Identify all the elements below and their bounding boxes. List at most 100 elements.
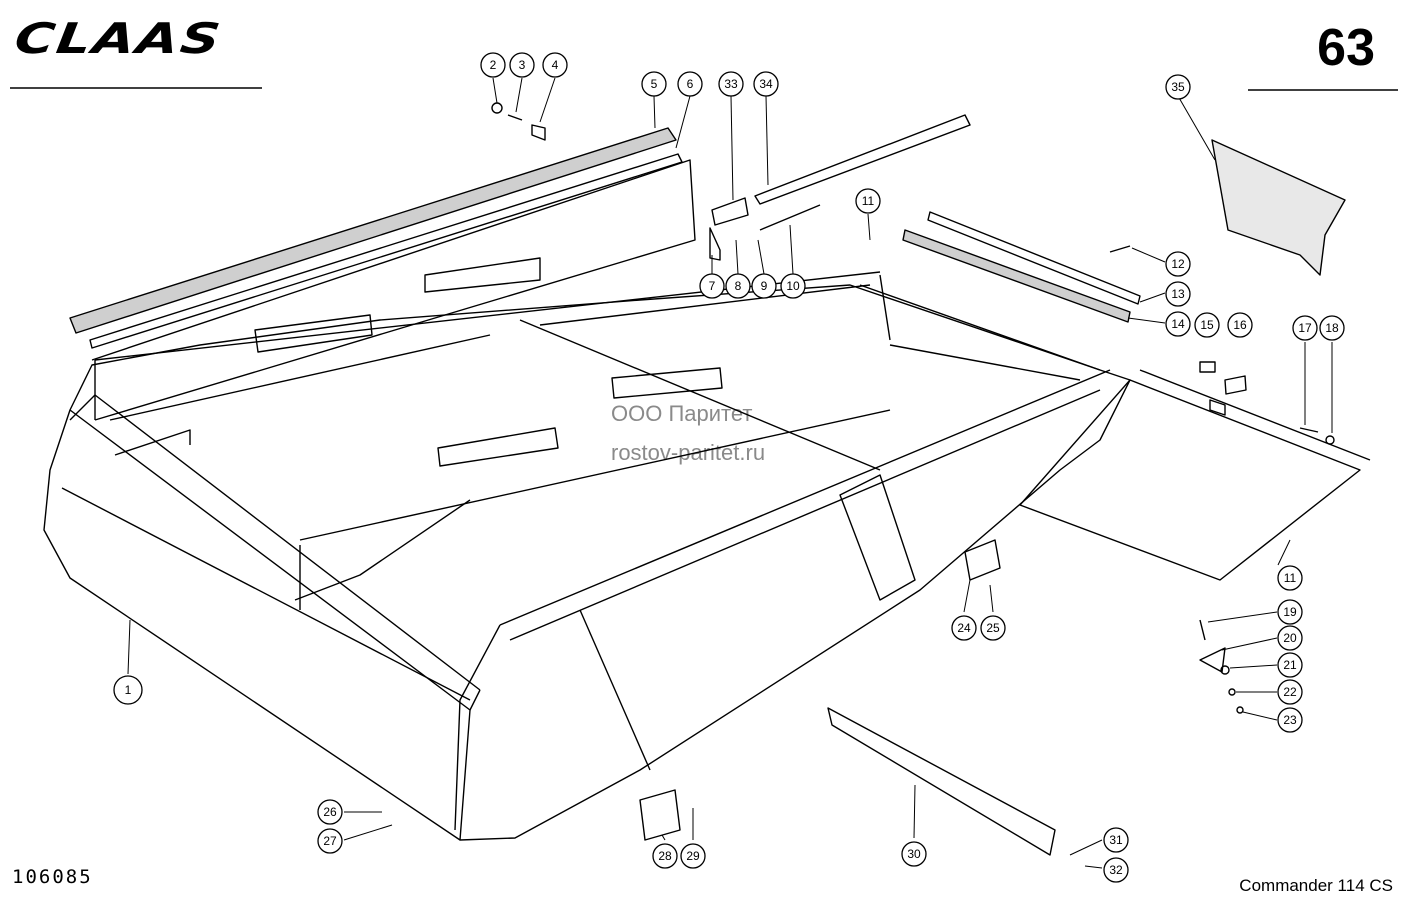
svg-text:29: 29 — [686, 849, 700, 863]
deflector-plate-4 — [437, 427, 559, 467]
callout-27[interactable]: 27 — [317, 828, 343, 854]
callout-23[interactable]: 23 — [1277, 707, 1303, 733]
svg-text:13: 13 — [1171, 287, 1185, 301]
svg-text:8: 8 — [735, 279, 742, 293]
watermark-site: rostov-paritet.ru — [611, 440, 766, 465]
callout-16[interactable]: 16 — [1227, 312, 1253, 338]
svg-text:4: 4 — [552, 58, 559, 72]
svg-text:26: 26 — [323, 805, 337, 819]
callout-30[interactable]: 30 — [901, 841, 927, 867]
callout-1[interactable]: 1 — [113, 675, 143, 705]
callout-21[interactable]: 21 — [1277, 652, 1303, 678]
svg-text:14: 14 — [1171, 317, 1185, 331]
svg-text:2: 2 — [490, 58, 497, 72]
callout-12[interactable]: 12 — [1165, 251, 1191, 277]
callout-26[interactable]: 26 — [317, 799, 343, 825]
callout-10[interactable]: 10 — [780, 273, 806, 299]
bracket-7 — [709, 227, 721, 261]
callout-11-right[interactable]: 11 — [1277, 565, 1303, 591]
svg-text:24: 24 — [957, 621, 971, 635]
deflector-plate-1 — [254, 314, 373, 353]
callout-9[interactable]: 9 — [751, 273, 777, 299]
plate-28 — [639, 789, 681, 841]
callout-7[interactable]: 7 — [699, 273, 725, 299]
svg-text:5: 5 — [651, 77, 658, 91]
sleeve — [711, 197, 749, 226]
callout-17[interactable]: 17 — [1292, 315, 1318, 341]
nut-2 — [491, 102, 503, 114]
svg-text:7: 7 — [709, 279, 716, 293]
watermark-company: ООО Паритет — [611, 401, 753, 426]
callout-22[interactable]: 22 — [1277, 679, 1303, 705]
svg-text:25: 25 — [986, 621, 1000, 635]
svg-text:30: 30 — [907, 847, 921, 861]
callout-8[interactable]: 8 — [725, 273, 751, 299]
svg-text:20: 20 — [1283, 631, 1297, 645]
seal-strip-right — [902, 229, 1131, 323]
bolt-19 — [1199, 619, 1206, 641]
page-number: 63 — [1317, 19, 1375, 77]
plate-24 — [964, 539, 1001, 581]
callout-11-top[interactable]: 11 — [855, 188, 881, 214]
bolt-12 — [1109, 245, 1131, 253]
callout-29[interactable]: 29 — [680, 843, 706, 869]
deflector-plate-2 — [424, 257, 541, 293]
bolt-3 — [507, 114, 523, 121]
nut-23 — [1236, 706, 1244, 714]
callout-4[interactable]: 4 — [542, 52, 568, 78]
callout-6[interactable]: 6 — [677, 71, 703, 97]
callout-3[interactable]: 3 — [509, 52, 535, 78]
callout-14[interactable]: 14 — [1165, 311, 1191, 337]
callout-24[interactable]: 24 — [951, 615, 977, 641]
hinge-rod-right — [1139, 369, 1371, 461]
svg-text:18: 18 — [1325, 321, 1339, 335]
callout-5[interactable]: 5 — [641, 71, 667, 97]
svg-text:19: 19 — [1283, 605, 1297, 619]
washer-22 — [1228, 688, 1236, 696]
washer-18 — [1325, 435, 1335, 445]
svg-text:1: 1 — [125, 683, 132, 697]
callout-25[interactable]: 25 — [980, 615, 1006, 641]
callout-35[interactable]: 35 — [1165, 74, 1191, 100]
spring-21 — [1220, 665, 1230, 675]
svg-text:21: 21 — [1283, 658, 1297, 672]
cover-plate-35 — [1211, 139, 1346, 276]
callout-2[interactable]: 2 — [480, 52, 506, 78]
callout-33[interactable]: 33 — [718, 71, 744, 97]
svg-text:17: 17 — [1298, 321, 1312, 335]
deflector-plate-3 — [611, 367, 723, 399]
svg-text:32: 32 — [1109, 863, 1123, 877]
callout-20[interactable]: 20 — [1277, 625, 1303, 651]
svg-text:22: 22 — [1283, 685, 1297, 699]
hinge-clip — [1209, 399, 1226, 416]
drawing-number: 106085 — [12, 866, 93, 888]
svg-text:23: 23 — [1283, 713, 1297, 727]
mounting-bar-right — [927, 211, 1141, 305]
long-rod — [754, 114, 971, 205]
svg-text:16: 16 — [1233, 318, 1247, 332]
svg-text:12: 12 — [1171, 257, 1185, 271]
svg-text:11: 11 — [1284, 571, 1297, 585]
leader-lines — [127, 77, 1333, 869]
callout-layer: 1 2 3 4 5 6 7 8 9 10 11 11 12 13 14 15 1… — [113, 52, 1345, 883]
svg-text:27: 27 — [323, 834, 337, 848]
callout-28[interactable]: 28 — [652, 843, 678, 869]
callout-13[interactable]: 13 — [1165, 281, 1191, 307]
svg-text:35: 35 — [1171, 80, 1185, 94]
svg-text:11: 11 — [862, 194, 875, 208]
callout-19[interactable]: 19 — [1277, 599, 1303, 625]
callout-31[interactable]: 31 — [1103, 827, 1129, 853]
callout-32[interactable]: 32 — [1103, 857, 1129, 883]
side-panel-top — [91, 159, 696, 421]
bracket-20 — [1199, 647, 1226, 673]
bolt-17 — [1299, 427, 1319, 433]
callout-18[interactable]: 18 — [1319, 315, 1345, 341]
main-housing — [43, 271, 1131, 841]
lower-bar-30 — [827, 707, 1056, 856]
callout-34[interactable]: 34 — [753, 71, 779, 97]
callout-15[interactable]: 15 — [1194, 312, 1220, 338]
bolt-long — [759, 204, 821, 231]
svg-text:15: 15 — [1200, 318, 1214, 332]
